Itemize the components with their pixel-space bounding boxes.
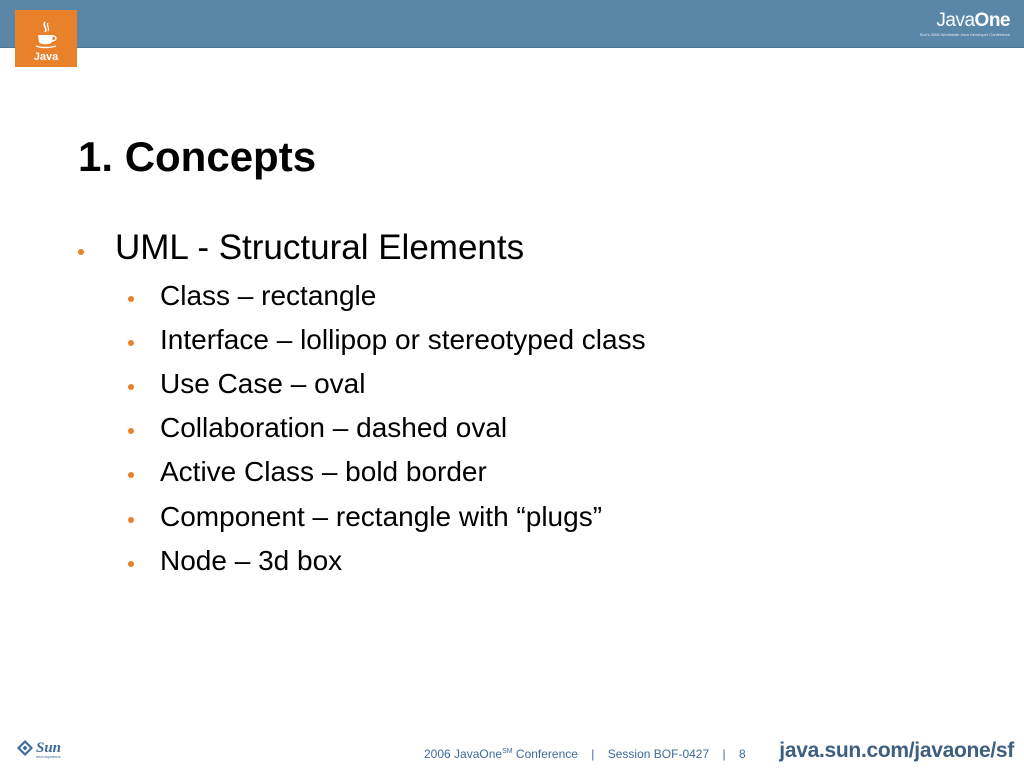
footer-url: java.sun.com/javaone/sf <box>779 739 1014 762</box>
sub-bullet-item: Collaboration – dashed oval <box>128 410 507 446</box>
sub-bullet-item: Interface – lollipop or stereotyped clas… <box>128 322 646 358</box>
sub-bullet-text: Active Class – bold border <box>160 456 487 487</box>
footer-separator: | <box>722 747 726 761</box>
javaone-brand: JavaOne Sun's 2006 Worldwide Java Develo… <box>919 10 1011 38</box>
brand-java: Java <box>936 10 975 31</box>
sub-bullet-text: Interface – lollipop or stereotyped clas… <box>160 324 646 355</box>
sub-bullet-item: Active Class – bold border <box>128 454 487 490</box>
slide-title: 1. Concepts <box>78 133 317 180</box>
bullet-text: UML - Structural Elements <box>115 228 525 267</box>
sub-bullet-item: Use Case – oval <box>128 366 365 402</box>
sun-diamond-icon <box>17 740 33 756</box>
session-id: Session BOF-0427 <box>607 747 710 761</box>
sub-bullet-text: Class – rectangle <box>160 280 377 311</box>
sub-bullet-text: Component – rectangle with “plugs” <box>160 501 603 532</box>
footer-info: 2006 JavaOneSM Conference | Session BOF-… <box>424 744 746 762</box>
brand-subtitle: Sun's 2006 Worldwide Java Developer Conf… <box>919 32 1010 37</box>
bullet-dot-icon <box>78 249 84 255</box>
bullet-dot-icon <box>128 561 134 567</box>
sub-bullet-text: Collaboration – dashed oval <box>160 412 508 443</box>
bullet-dot-icon <box>128 296 134 302</box>
conference-suffix: Conference <box>512 747 578 761</box>
bullet-dot-icon <box>128 428 134 434</box>
bullet-dot-icon <box>128 340 134 346</box>
sun-logo-text: Sun <box>36 740 62 756</box>
bullet-item-main: UML - Structural Elements <box>78 226 524 270</box>
sub-bullet-text: Node – 3d box <box>160 545 343 576</box>
coffee-cup-icon <box>35 21 57 49</box>
sun-logo-subtext: microsystems <box>36 754 61 759</box>
conference-sup: SM <box>502 748 513 755</box>
java-logo-text: Java <box>33 51 59 63</box>
java-logo: Java <box>15 10 77 67</box>
sub-bullet-item: Component – rectangle with “plugs” <box>128 499 602 535</box>
bullet-dot-icon <box>128 517 134 523</box>
footer-separator: | <box>591 747 595 761</box>
sub-bullet-item: Class – rectangle <box>128 278 376 314</box>
page-number: 8 <box>738 747 746 761</box>
sub-bullet-item: Node – 3d box <box>128 543 342 579</box>
brand-one: One <box>974 10 1011 31</box>
sub-bullet-text: Use Case – oval <box>160 368 366 399</box>
javaone-brand-name: JavaOne <box>920 10 1010 32</box>
conference-prefix: 2006 JavaOne <box>424 747 503 761</box>
sun-logo: Sun microsystems <box>16 739 62 759</box>
bullet-dot-icon <box>128 472 134 478</box>
header-band <box>0 0 1024 48</box>
bullet-dot-icon <box>128 384 134 390</box>
